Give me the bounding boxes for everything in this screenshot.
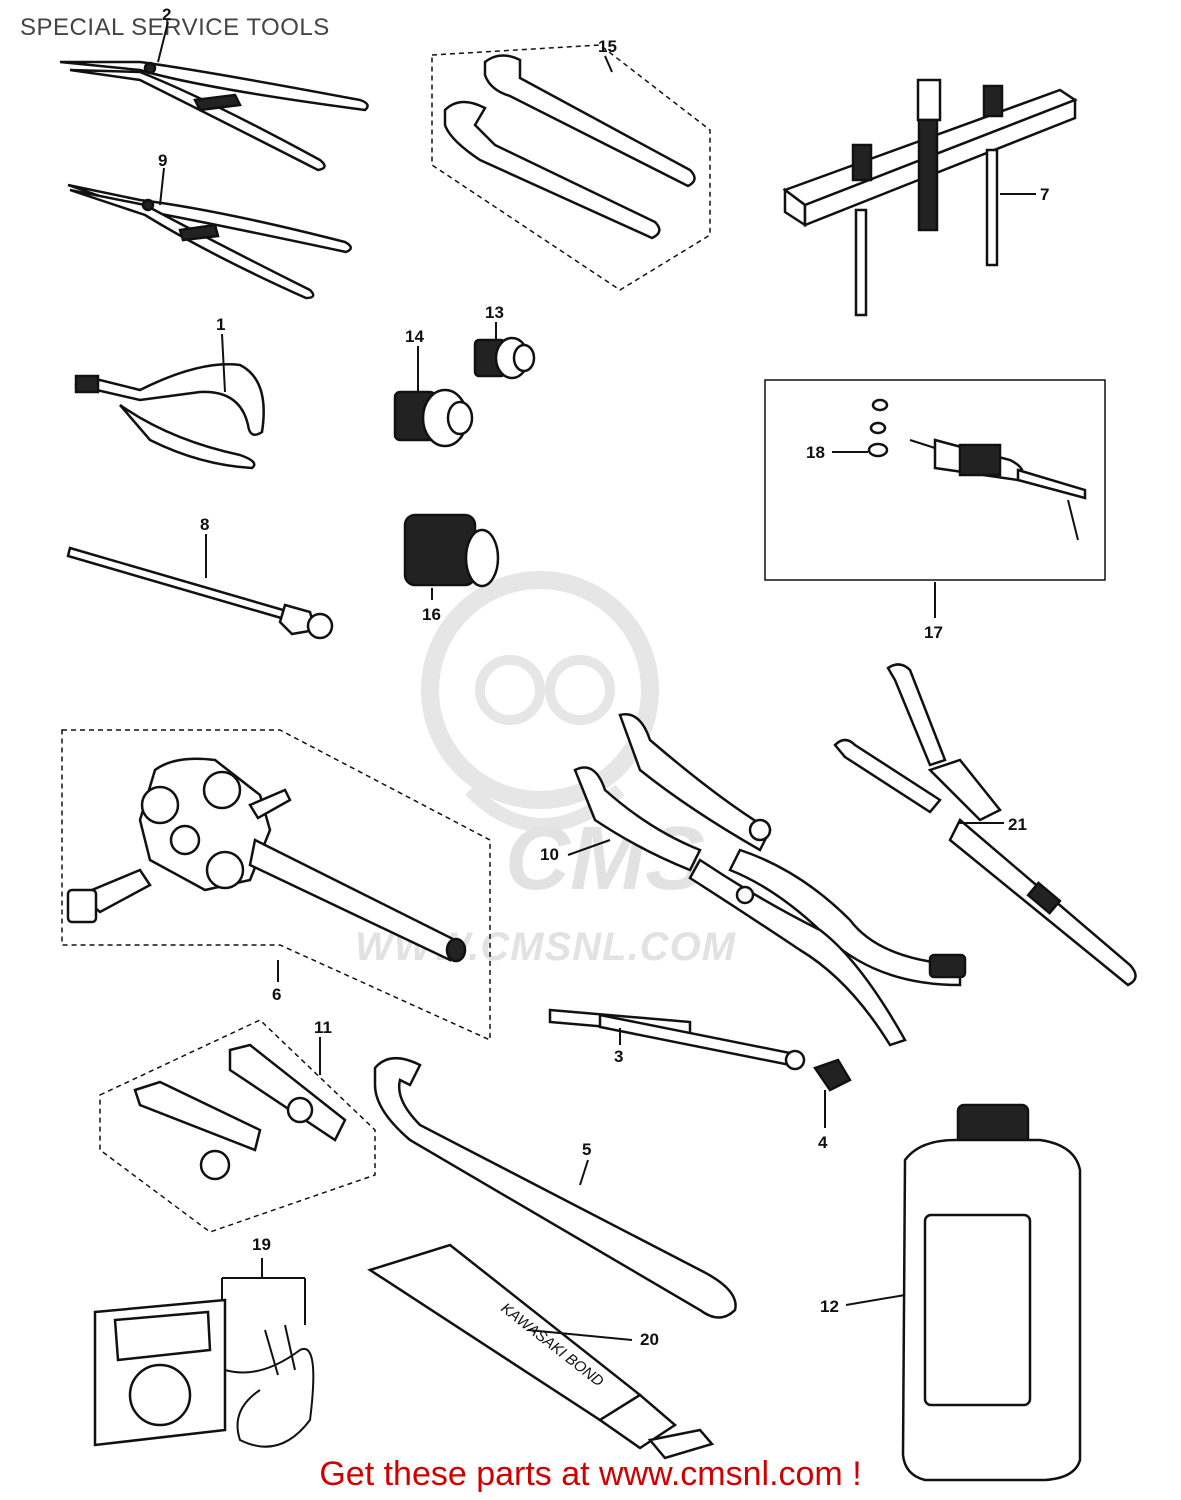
part-16-knurled-cap[interactable]: 16 [403,513,500,624]
callout-16: 16 [422,605,441,624]
callout-6: 6 [272,985,281,1004]
callout-14: 14 [405,327,424,346]
callout-15: 15 [598,37,617,56]
callout-8: 8 [200,515,209,534]
part-17-valve-tool-set[interactable]: 17 [764,379,1106,642]
part-7-puller[interactable]: 7 [782,78,1078,317]
callout-9: 9 [158,151,167,170]
callout-4: 4 [818,1133,828,1152]
callout-1: 1 [216,315,225,334]
part-13-bushing[interactable]: 13 [473,303,536,380]
part-15-hook-spanner-set[interactable]: 15 [431,37,711,291]
part-9-circlip-pliers[interactable]: 9 [67,151,352,300]
footer-link[interactable]: Get these parts at www.cmsnl.com ! [319,1455,862,1493]
callout-5: 5 [582,1140,591,1159]
part-1-pliers[interactable]: 1 [74,315,265,470]
callout-10: 10 [540,845,559,864]
part-8-rod-tool[interactable]: 8 [66,515,334,640]
callout-12: 12 [820,1297,839,1316]
callout-11: 11 [314,1018,332,1037]
callout-18: 18 [806,443,825,462]
callout-20: 20 [640,1330,659,1349]
part-6-flywheel-holder[interactable]: 6 [61,729,491,1042]
part-3-t-handle[interactable]: 3 [548,1008,806,1071]
callout-7: 7 [1040,185,1049,204]
callout-2: 2 [162,5,171,24]
part-14-bushing[interactable]: 14 [393,327,474,448]
callout-17: 17 [924,623,943,642]
callout-19: 19 [252,1235,271,1254]
callout-21: 21 [1008,815,1027,834]
callout-13: 13 [485,303,504,322]
callout-3: 3 [614,1047,623,1066]
part-5-hook-spanner[interactable]: 5 [373,1057,737,1319]
page-title: SPECIAL SERVICE TOOLS [20,14,330,41]
part-18-adapters[interactable]: 18 [806,398,889,462]
part-2-circlip-pliers[interactable]: 2 [59,5,369,172]
part-21-holder-tool[interactable]: 21 [833,663,1137,987]
part-11-adapter-set[interactable]: 11 [99,1018,376,1233]
part-19-tester[interactable]: 19 [93,1235,315,1448]
part-10-locking-pliers[interactable]: 10 [540,713,967,1047]
part-12-bottle[interactable]: 12 [820,1103,1082,1482]
part-4-bit[interactable]: 4 [813,1058,852,1152]
